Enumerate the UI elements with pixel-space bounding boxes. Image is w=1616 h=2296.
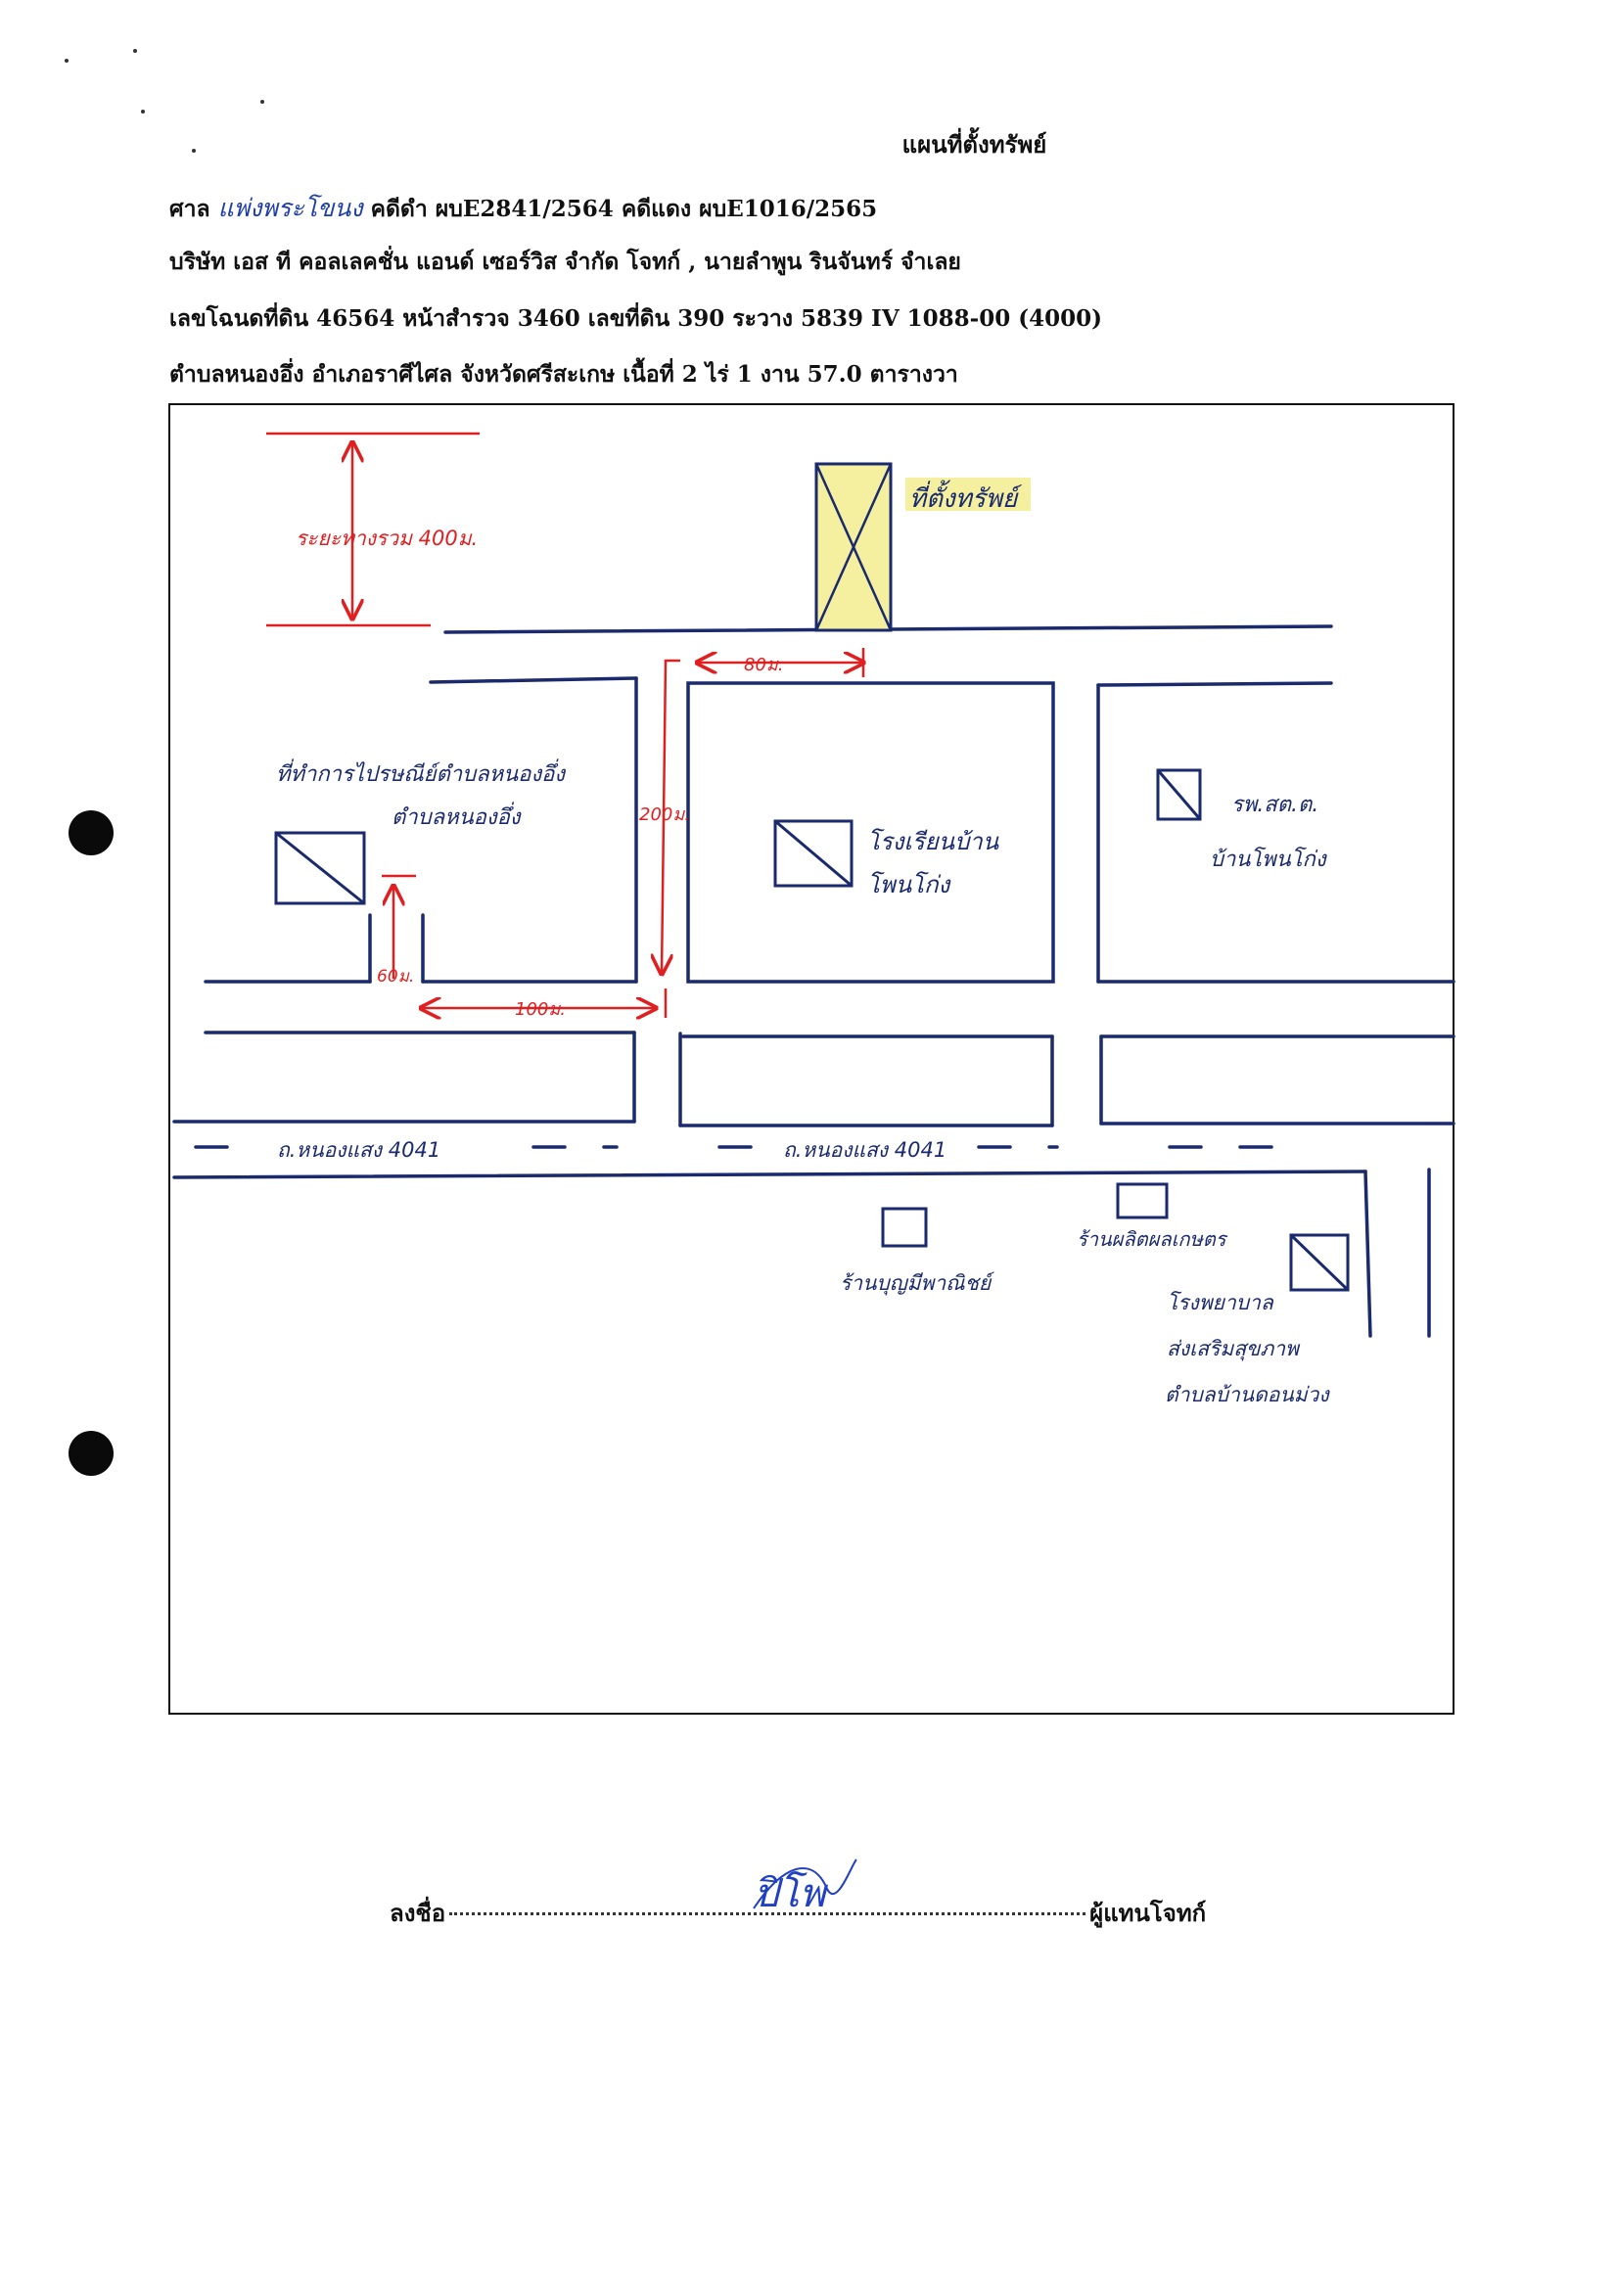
label-school-sub: โพนโก่ง — [867, 871, 952, 898]
case-info: คดีดำ ผบE2841/2564 คดีแดง ผบE1016/2565 — [370, 196, 878, 222]
property-cross — [814, 463, 893, 631]
page-title-text: แผนที่ตั้งทรัพย์ — [901, 130, 1047, 159]
punch-hole — [69, 1431, 114, 1476]
court-label: ศาล — [169, 196, 210, 222]
parties-line: บริษัท เอส ที คอลเลคชั่น แอนด์ เซอร์วิส … — [169, 249, 961, 275]
scan-speck — [141, 110, 145, 114]
signature-line: ลงชื่อ ผู้แทนโจทก์ — [390, 1894, 1206, 1932]
label-property: ที่ตั้งทรัพย์ — [909, 480, 1022, 514]
label-road-left: ถ.หนองแสง 4041 — [277, 1138, 440, 1162]
building-symbols — [274, 768, 1350, 1292]
label-distance-200: 200ม. — [639, 804, 690, 825]
label-health-center-sub: บ้านโพนโก่ง — [1210, 847, 1328, 872]
scan-speck — [65, 59, 69, 63]
property-parcel — [814, 462, 893, 632]
signature-text: ปิโพ — [754, 1870, 829, 1916]
post-office-symbol — [274, 831, 366, 905]
label-distance-80: 80ม. — [744, 655, 784, 675]
school-symbol — [773, 819, 854, 888]
label-health-center: รพ.สต.ต. — [1231, 793, 1318, 817]
scan-speck — [260, 100, 264, 104]
scan-speck — [133, 49, 137, 53]
road-edge — [172, 1170, 1367, 1179]
label-shop: ร้านบุญมีพาณิชย์ — [840, 1271, 994, 1296]
property-label-highlight — [905, 478, 1031, 511]
label-road-mid: ถ.หนองแสง 4041 — [783, 1138, 947, 1162]
label-market: ร้านผลิตผลเกษตร — [1077, 1227, 1228, 1251]
block-school — [686, 681, 1055, 984]
label-school: โรงเรียนบ้าน — [867, 828, 999, 855]
sign-label: ลงชื่อ — [390, 1899, 446, 1927]
page-title: แผนที่ตั้งทรัพย์ — [0, 125, 1616, 163]
market-symbol — [1116, 1182, 1169, 1219]
signature-dots — [449, 1912, 1086, 1915]
court-name: แพ่งพระโขนง — [217, 194, 363, 222]
label-post-office-sub: ตำบลหนองอึ่ง — [392, 802, 523, 830]
sign-role: ผู้แทนโจทก์ — [1089, 1899, 1207, 1927]
court-line: ศาล แพ่งพระโขนง คดีดำ ผบE2841/2564 คดีแด… — [169, 189, 877, 228]
scan-speck — [192, 149, 196, 153]
measure-200m-arrow — [662, 659, 680, 974]
health-center-symbol — [1156, 768, 1202, 821]
label-post-office: ที่ทำการไปรษณีย์ตำบลหนองอึ่ง — [276, 758, 567, 787]
label-distance-400: ระยะทางรวม 400ม. — [296, 527, 478, 550]
measurements — [266, 432, 863, 1018]
label-hospital: โรงพยาบาล — [1167, 1291, 1274, 1314]
shop-symbol — [881, 1207, 928, 1248]
signature-stroke — [753, 1859, 857, 1909]
location-line: ตำบลหนองอึ่ง อำเภอราศีไศล จังหวัดศรีสะเก… — [169, 361, 958, 388]
signature: ปิโพ — [753, 1859, 857, 1916]
label-distance-100: 100ม. — [515, 999, 566, 1020]
label-hospital-sub1: ส่งเสริมสุขภาพ — [1167, 1337, 1301, 1361]
hospital-symbol — [1289, 1233, 1350, 1292]
map-labels: ระยะทางรวม 400ม. 80ม. 200ม. 60ม. 100ม. ท… — [276, 480, 1330, 1406]
road-edge — [1096, 681, 1333, 687]
road-edge — [429, 676, 638, 684]
label-hospital-sub2: ตำบลบ้านดอนม่วง — [1165, 1383, 1330, 1406]
deed-line: เลขโฉนดที่ดิน 46564 หน้าสำรวจ 3460 เลขที… — [169, 305, 1103, 332]
label-distance-60: 60ม. — [377, 967, 414, 987]
road-lines — [172, 624, 1455, 1338]
road-edge — [1363, 1170, 1372, 1338]
map-frame — [168, 403, 1454, 1715]
punch-hole — [69, 810, 114, 855]
